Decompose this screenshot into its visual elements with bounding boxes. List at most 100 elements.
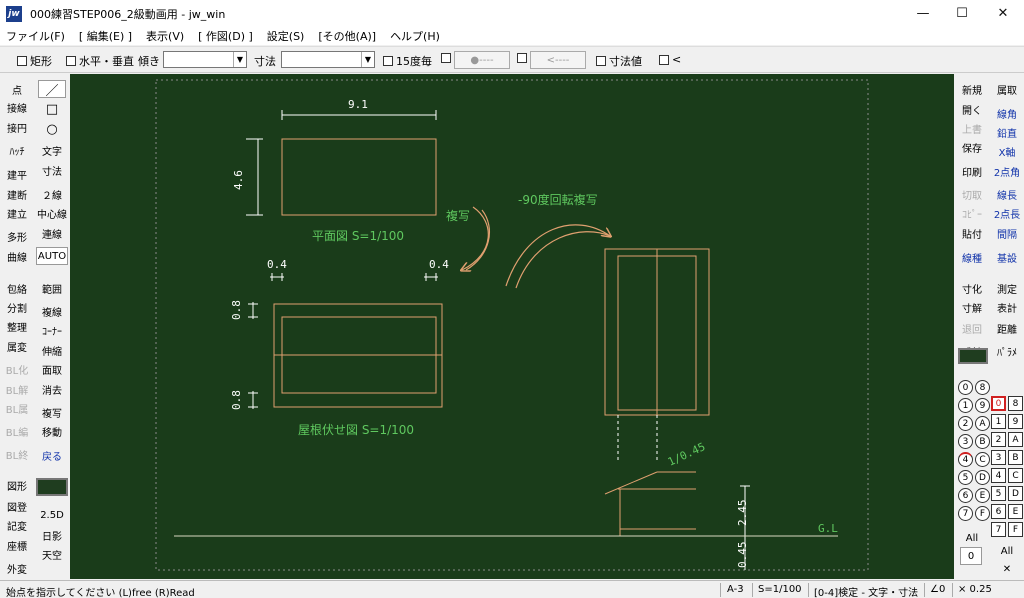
tool-button[interactable]: 図登 xyxy=(7,502,27,514)
group-button[interactable]: B xyxy=(1008,450,1023,465)
tool-button[interactable]: 貼付 xyxy=(962,229,982,241)
tool-button[interactable]: BL属 xyxy=(5,404,29,416)
tool-button[interactable]: 切取 xyxy=(962,190,982,202)
tool-button[interactable]: 図形 xyxy=(7,481,27,493)
layer-current-button[interactable]: 0 xyxy=(960,547,982,565)
checkbox-icon[interactable] xyxy=(441,53,451,63)
tool-button[interactable]: 属取 xyxy=(997,85,1017,97)
group-button[interactable]: A xyxy=(1008,432,1023,447)
rect-option[interactable]: 矩形 xyxy=(17,53,52,69)
tool-button[interactable]: 開く xyxy=(962,105,982,117)
tool-button[interactable]: 寸解 xyxy=(962,303,982,315)
tool-button[interactable]: 点 xyxy=(12,85,22,97)
menu-item[interactable]: 表示(V) xyxy=(146,30,185,43)
tool-button[interactable]: ｺｰﾅｰ xyxy=(42,326,62,338)
tool-button[interactable]: X軸 xyxy=(998,147,1016,159)
checkbox-icon[interactable] xyxy=(383,56,393,66)
tool-button[interactable]: 2点長 xyxy=(993,209,1021,221)
tool-button[interactable]: 消去 xyxy=(42,385,62,397)
tool-button[interactable]: AUTO xyxy=(36,247,68,265)
tool-button[interactable]: ﾊｯﾁ xyxy=(9,146,25,158)
tool-button[interactable]: 複写 xyxy=(42,408,62,420)
group-button[interactable]: 2 xyxy=(991,432,1006,447)
tool-button[interactable]: 新規 xyxy=(962,85,982,97)
tool-button[interactable]: BL終 xyxy=(5,450,29,462)
group-button[interactable]: 1 xyxy=(991,414,1006,429)
tool-button[interactable]: 整理 xyxy=(7,322,27,334)
tool-button[interactable]: 範囲 xyxy=(42,284,62,296)
tool-button[interactable]: ﾊﾟﾗﾒ xyxy=(997,347,1017,359)
status-layer[interactable]: [0-4]検定 - 文字・寸法 xyxy=(814,588,919,598)
group-button[interactable]: D xyxy=(1008,486,1023,501)
group-button[interactable]: C xyxy=(1008,468,1023,483)
menu-item[interactable]: [ 作図(D) ] xyxy=(198,30,253,43)
group-button[interactable]: 6 xyxy=(991,504,1006,519)
layer-button[interactable]: C xyxy=(975,452,990,467)
layer-button[interactable]: A xyxy=(975,416,990,431)
layer-button[interactable]: 7 xyxy=(958,506,973,521)
tool-button[interactable]: 外変 xyxy=(7,564,27,576)
tool-button[interactable]: 面取 xyxy=(42,365,62,377)
drawing-canvas[interactable]: 9.1 4.6 平面図 S=1/100 複写 -90度回転複写 0.4 0.4 xyxy=(70,74,954,579)
layer-button[interactable]: 4 xyxy=(958,452,973,467)
tool-button[interactable]: 建平 xyxy=(7,170,27,182)
tool-button[interactable]: 日影 xyxy=(42,531,62,543)
tool-button[interactable]: 基設 xyxy=(997,253,1017,265)
tool-button[interactable]: 多形 xyxy=(7,232,27,244)
tool-button[interactable]: 記変 xyxy=(7,521,27,533)
tool-button[interactable]: 文字 xyxy=(42,146,62,158)
tool-button[interactable]: 建立 xyxy=(7,209,27,221)
tool-button[interactable]: 曲線 xyxy=(7,252,27,264)
tool-button[interactable]: BL解 xyxy=(5,385,29,397)
tool-button[interactable]: 複線 xyxy=(42,307,62,319)
horiz-vert-option[interactable]: 水平・垂直 xyxy=(66,53,134,69)
tool-button[interactable]: 分割 xyxy=(7,303,27,315)
chevron-down-icon[interactable]: ▼ xyxy=(361,52,374,67)
layer-button[interactable]: 0 xyxy=(958,380,973,395)
tool-button[interactable]: 2.5D xyxy=(40,509,64,521)
tool-button[interactable]: 接円 xyxy=(7,123,27,135)
btn1-check[interactable] xyxy=(441,53,454,63)
close-icon[interactable]: ✕ xyxy=(1002,563,1012,575)
tool-button[interactable]: 線長 xyxy=(997,190,1017,202)
tool-button[interactable]: 2点角 xyxy=(993,167,1021,179)
tool-button[interactable]: 保存 xyxy=(962,143,982,155)
menu-item[interactable]: [ 編集(E) ] xyxy=(78,30,133,43)
slope-combo[interactable]: ▼ xyxy=(163,51,247,68)
dim-combo[interactable]: ▼ xyxy=(281,51,375,68)
group-button[interactable]: 3 xyxy=(991,450,1006,465)
checkbox-icon[interactable] xyxy=(659,54,669,65)
group-all-button[interactable]: All xyxy=(1000,545,1014,557)
point-option-button[interactable]: ●---- xyxy=(454,51,510,69)
group-button[interactable]: 8 xyxy=(1008,396,1023,411)
group-button[interactable]: 0 xyxy=(991,396,1006,411)
checkbox-icon[interactable] xyxy=(517,53,527,63)
circle-tool-icon[interactable]: ○ xyxy=(46,121,58,137)
tool-button[interactable]: 間隔 xyxy=(997,229,1017,241)
group-button[interactable]: 9 xyxy=(1008,414,1023,429)
tool-button[interactable]: 中心線 xyxy=(37,209,67,221)
tool-button[interactable]: 接線 xyxy=(7,103,27,115)
line-tool-icon[interactable]: ／ xyxy=(38,80,66,99)
group-button[interactable]: E xyxy=(1008,504,1023,519)
close-button[interactable]: ✕ xyxy=(997,6,1009,21)
maximize-button[interactable]: ☐ xyxy=(956,6,968,21)
tool-button[interactable]: 表計 xyxy=(997,303,1017,315)
menu-item[interactable]: [その他(A)] xyxy=(318,30,377,43)
layer-button[interactable]: D xyxy=(975,470,990,485)
tool-button[interactable]: 建断 xyxy=(7,190,27,202)
status-ratio[interactable]: × 0.25 xyxy=(958,584,992,595)
drawing-svg[interactable]: 9.1 4.6 平面図 S=1/100 複写 -90度回転複写 0.4 0.4 xyxy=(70,74,954,579)
checkbox-icon[interactable] xyxy=(17,56,27,66)
status-angle[interactable]: ∠0 xyxy=(930,584,946,595)
layer-color-swatch[interactable] xyxy=(958,348,988,364)
tool-button[interactable]: 線角 xyxy=(997,109,1017,121)
tool-button[interactable]: BL化 xyxy=(5,365,29,377)
checkbox-icon[interactable] xyxy=(66,56,76,66)
tool-button[interactable]: 線種 xyxy=(962,253,982,265)
arrow-option-button[interactable]: <---- xyxy=(530,51,586,69)
tool-button[interactable]: 距離 xyxy=(997,324,1017,336)
layer-button[interactable]: 9 xyxy=(975,398,990,413)
menu-item[interactable]: 設定(S) xyxy=(266,30,305,43)
layer-button[interactable]: 5 xyxy=(958,470,973,485)
